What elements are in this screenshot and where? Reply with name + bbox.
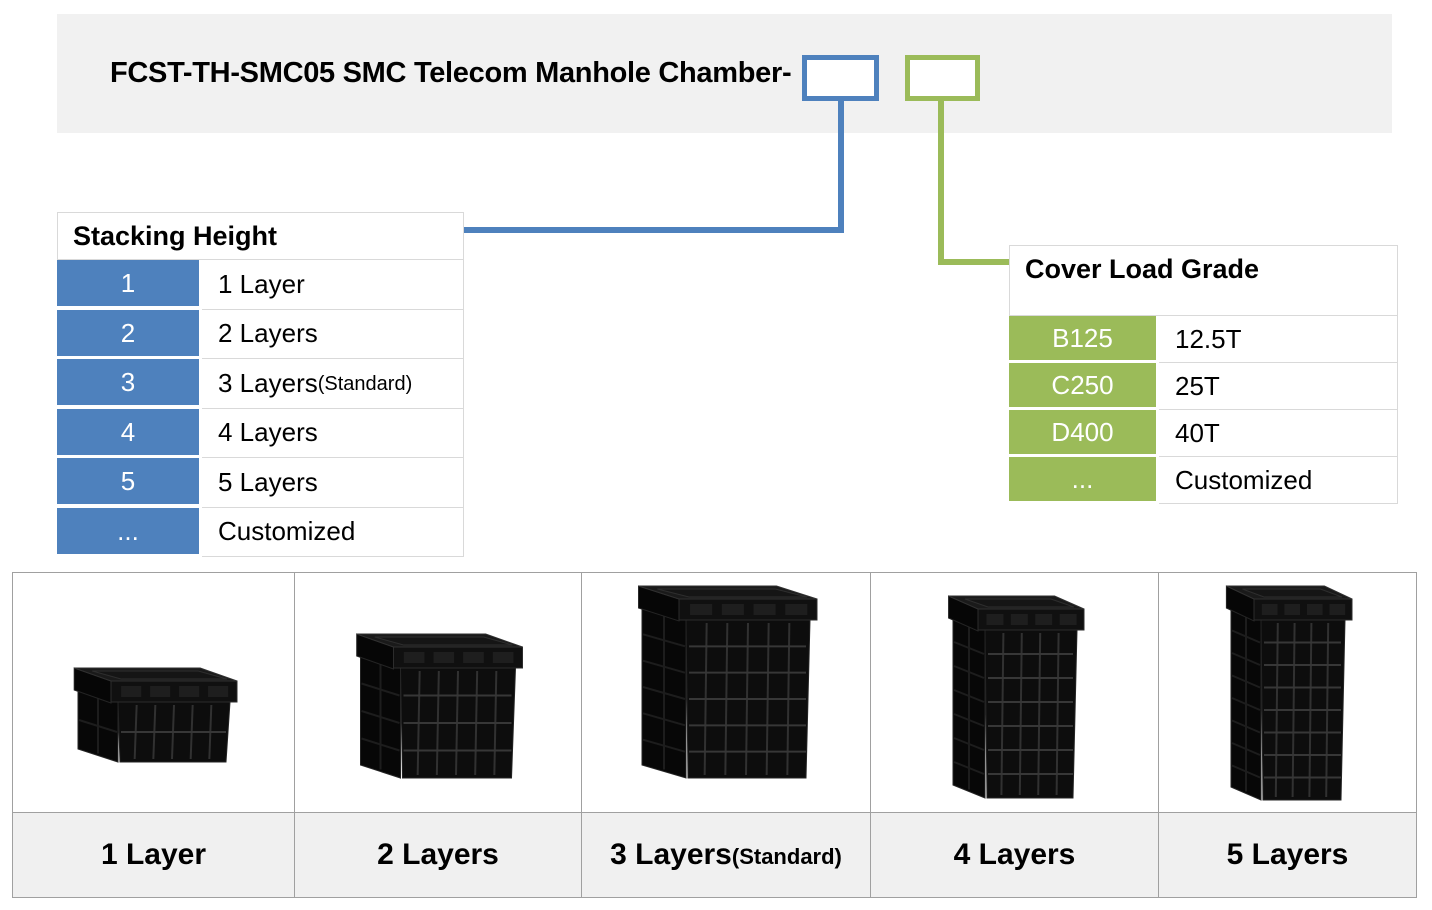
stacking-height-table: Stacking Height 1 1 Layer 2 2 Layers 3 3… <box>57 212 464 557</box>
stacking-label-cell: 4 Layers <box>202 408 464 458</box>
smc-manhole-chamber-3-layers-photo <box>582 573 871 812</box>
stacking-code-cell: ... <box>57 507 199 554</box>
load-grade-label-cell: 40T <box>1159 410 1398 457</box>
connector-blue-vertical <box>838 100 844 233</box>
stacking-label-text: Customized <box>218 516 356 547</box>
stacking-label-text: 5 Layers <box>218 466 318 497</box>
gallery-label-1-layer: 1 Layer <box>13 812 295 897</box>
stacking-label-cell: 3 Layers(Standard) <box>202 359 464 409</box>
table-row: C250 25T <box>1009 363 1398 410</box>
table-row: ... Customized <box>57 507 464 557</box>
stacking-code-cell: 1 <box>57 260 199 306</box>
load-grade-code-cell: B125 <box>1009 316 1156 360</box>
gallery-label-4-layers: 4 Layers <box>871 812 1159 897</box>
connector-green-vertical <box>938 100 944 265</box>
table-row: 2 2 Layers <box>57 309 464 359</box>
stacking-code-cell: 2 <box>57 309 199 356</box>
table-row: 4 4 Layers <box>57 408 464 458</box>
table-row: 3 3 Layers(Standard) <box>57 359 464 409</box>
chamber-illustration <box>1225 585 1352 801</box>
stacking-height-table-title: Stacking Height <box>57 212 464 260</box>
product-title: FCST-TH-SMC05 SMC Telecom Manhole Chambe… <box>110 57 792 89</box>
gallery-label-text: 1 Layer <box>100 838 207 871</box>
stacking-code-cell: 5 <box>57 458 199 504</box>
gallery-label-2-layers: 2 Layers <box>295 812 582 897</box>
chamber-illustration <box>947 595 1084 799</box>
stacking-label-cell: 5 Layers <box>202 458 464 508</box>
chamber-illustration <box>638 585 818 779</box>
load-grade-code-cell: D400 <box>1009 410 1156 454</box>
smc-manhole-chamber-2-layers-photo <box>295 573 582 812</box>
cover-load-grade-table-title: Cover Load Grade <box>1009 245 1398 316</box>
load-grade-label-cell: Customized <box>1159 457 1398 504</box>
stacking-label-text: 1 Layer <box>218 268 305 299</box>
stacking-label-cell: 2 Layers <box>202 309 464 359</box>
gallery-label-suffix: (Standard) <box>731 844 842 869</box>
gallery-label-text: 3 Layers <box>610 838 732 871</box>
stacking-label-cell: 1 Layer <box>202 260 464 310</box>
table-row: 1 1 Layer <box>57 260 464 310</box>
product-gallery: 1 Layer 2 Layers 3 Layers(Standard) 4 La… <box>12 572 1417 898</box>
stacking-label-text: 4 Layers <box>218 417 318 448</box>
stacking-label-text: 3 Layers <box>218 367 318 398</box>
gallery-label-5-layers: 5 Layers <box>1159 812 1416 897</box>
stacking-code-cell: 3 <box>57 359 199 405</box>
table-row: B125 12.5T <box>1009 316 1398 363</box>
table-row: D400 40T <box>1009 410 1398 457</box>
load-grade-label-cell: 25T <box>1159 363 1398 410</box>
gallery-label-text: 5 Layers <box>1226 838 1349 871</box>
stacking-label-suffix: (Standard) <box>317 373 413 396</box>
cover-load-grade-table: Cover Load Grade B125 12.5T C250 25T D40… <box>1009 245 1398 504</box>
table-row: 5 5 Layers <box>57 458 464 508</box>
connector-green-horizontal <box>938 259 1009 265</box>
smc-manhole-chamber-4-layers-photo <box>871 573 1159 812</box>
smc-manhole-chamber-1-layer-photo <box>13 573 295 812</box>
stacking-code-cell: 4 <box>57 408 199 455</box>
title-bar: FCST-TH-SMC05 SMC Telecom Manhole Chambe… <box>57 14 1392 133</box>
load-grade-code-cell: C250 <box>1009 363 1156 407</box>
table-row: ... Customized <box>1009 457 1398 504</box>
load-grade-label-cell: 12.5T <box>1159 316 1398 363</box>
gallery-label-3-layers: 3 Layers(Standard) <box>582 812 871 897</box>
smc-manhole-chamber-5-layers-photo <box>1159 573 1416 812</box>
connector-blue-horizontal <box>464 227 844 233</box>
stacking-height-code-box <box>802 55 879 101</box>
gallery-label-text: 4 Layers <box>953 838 1076 871</box>
load-grade-code-cell: ... <box>1009 457 1156 501</box>
stacking-label-cell: Customized <box>202 507 464 557</box>
chamber-illustration <box>356 633 523 779</box>
gallery-label-text: 2 Layers <box>377 838 499 871</box>
stacking-label-text: 2 Layers <box>218 318 318 349</box>
cover-load-grade-code-box <box>905 55 980 101</box>
chamber-illustration <box>73 667 237 763</box>
